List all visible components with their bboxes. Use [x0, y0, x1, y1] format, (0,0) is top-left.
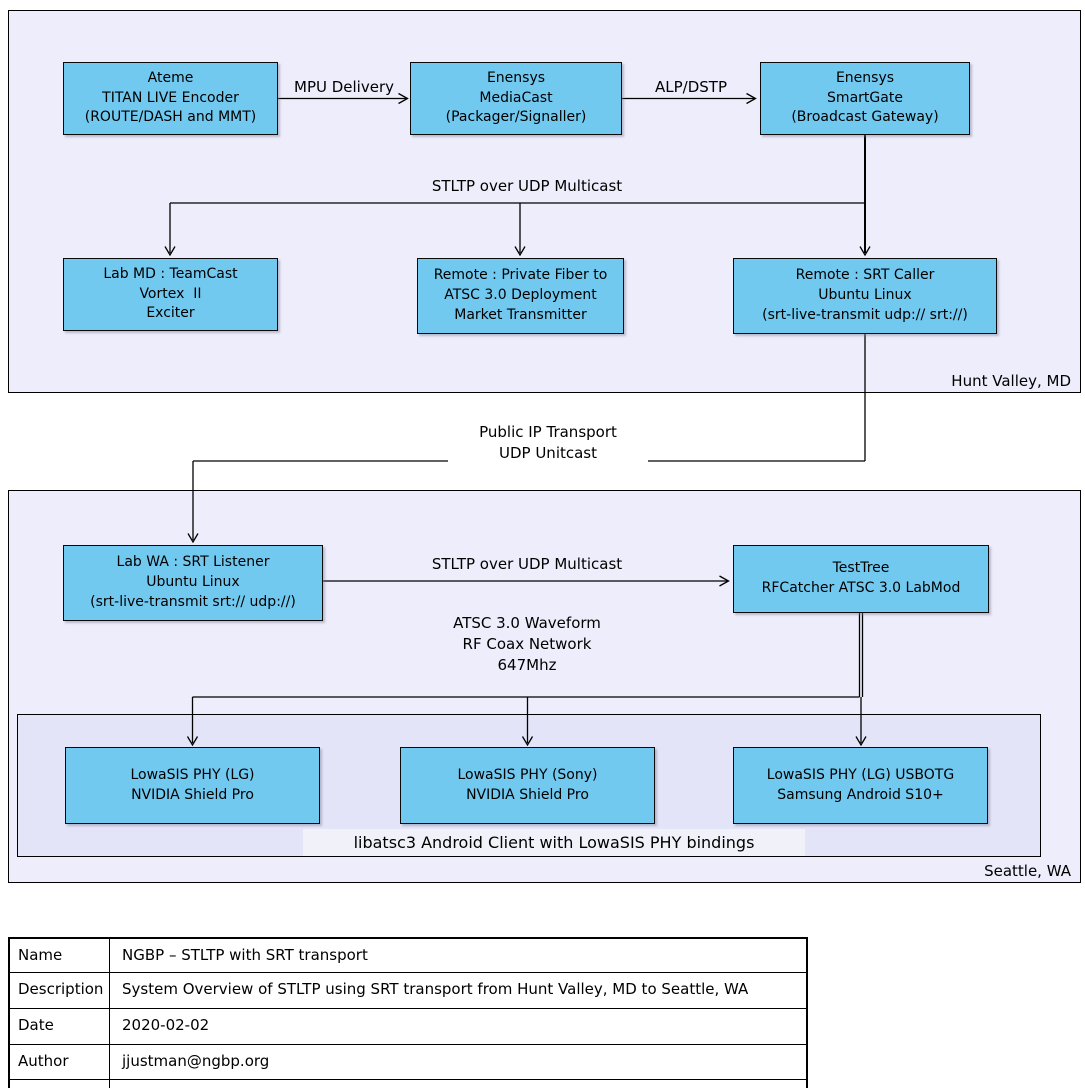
table-cell-name-value: NGBP – STLTP with SRT transport	[122, 946, 368, 964]
table-row-name: Name NGBP – STLTP with SRT transport	[10, 939, 806, 973]
table-row-empty	[10, 1080, 806, 1088]
table-cell-description-key: Description	[10, 973, 110, 1008]
table-cell-empty-value	[110, 1080, 806, 1088]
metadata-table: Name NGBP – STLTP with SRT transport Des…	[8, 937, 808, 1088]
table-row-description: Description System Overview of STLTP usi…	[10, 973, 806, 1009]
table-cell-date-key: Date	[10, 1009, 110, 1044]
connector-label-stltp-bottom: STLTP over UDP Multicast	[431, 555, 623, 573]
connector-label-stltp-top: STLTP over UDP Multicast	[431, 177, 623, 195]
region-seattle-label: Seattle, WA	[984, 862, 1071, 880]
connector-label-mpu-delivery: MPU Delivery	[294, 78, 394, 96]
table-cell-name-key: Name	[10, 939, 110, 972]
group-libatsc3-label: libatsc3 Android Client with LowaSIS PHY…	[303, 829, 805, 856]
table-cell-date-value: 2020-02-02	[122, 1016, 210, 1034]
table-cell-description-value: System Overview of STLTP using SRT trans…	[122, 980, 749, 998]
region-hunt-valley-label: Hunt Valley, MD	[951, 372, 1071, 390]
connector-label-alp-dstp: ALP/DSTP	[655, 78, 727, 96]
table-cell-author-key: Author	[10, 1045, 110, 1079]
table-cell-author-value: jjustman@ngbp.org	[122, 1052, 270, 1070]
node-lowasis-phy-sony: LowaSIS PHY (Sony)NVIDIA Shield Pro	[400, 747, 655, 824]
table-row-date: Date 2020-02-02	[10, 1009, 806, 1045]
table-cell-empty-key	[10, 1080, 110, 1088]
node-lowasis-phy-lg: LowaSIS PHY (LG)NVIDIA Shield Pro	[65, 747, 320, 824]
table-row-author: Author jjustman@ngbp.org	[10, 1045, 806, 1080]
